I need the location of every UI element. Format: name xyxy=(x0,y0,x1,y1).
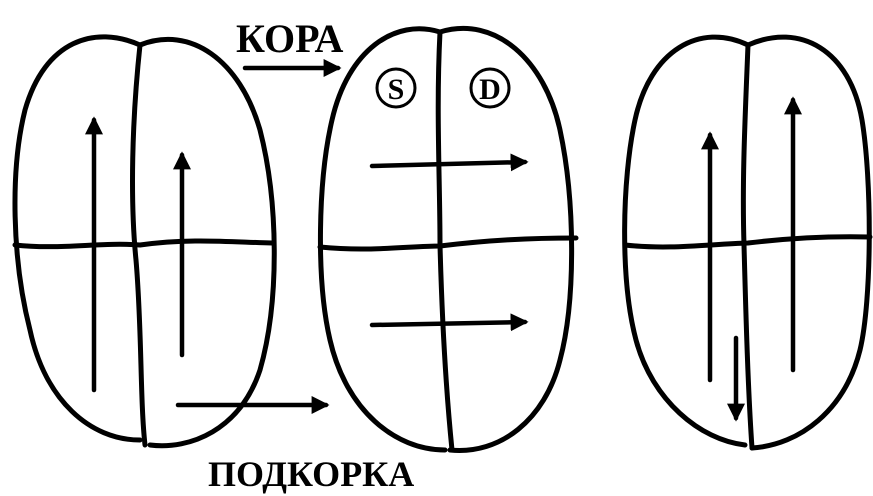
brain-left xyxy=(15,37,326,446)
brain-right-equator xyxy=(625,237,870,247)
brain-middle-arrow-bottom xyxy=(372,322,525,325)
mark-d: D xyxy=(479,73,501,106)
brain-right-left-hemisphere xyxy=(625,37,748,445)
brain-left-left-hemisphere xyxy=(15,37,140,440)
brain-middle-arrow-top xyxy=(372,162,525,166)
brain-left-equator xyxy=(15,241,272,247)
brain-right xyxy=(625,37,870,448)
brain-right-midline xyxy=(743,45,752,448)
mark-s: S xyxy=(388,73,405,106)
subcortex-label: ПОДКОРКА xyxy=(208,454,414,494)
brain-middle-midline xyxy=(438,32,452,450)
brain-middle-equator xyxy=(320,238,576,249)
brain-middle: S D xyxy=(320,28,576,450)
cortex-label: КОРА xyxy=(236,16,343,61)
